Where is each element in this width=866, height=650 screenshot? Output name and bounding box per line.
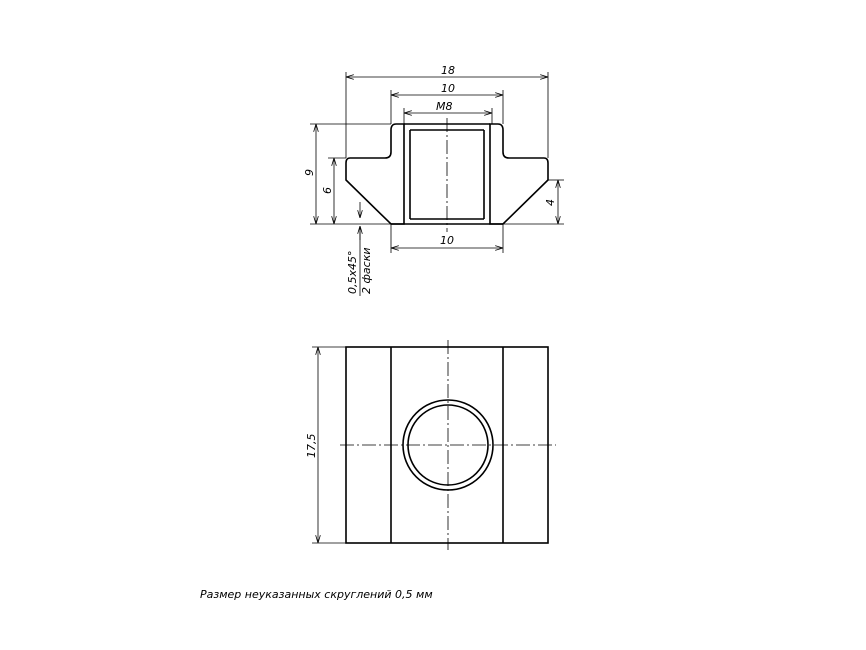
plan-dimensions: 17,5 (305, 346, 346, 544)
dim-6: 6 (321, 187, 334, 194)
fillet-note: Размер неуказанных скруглений 0,5 мм (200, 588, 433, 601)
dim-18: 18 (441, 64, 455, 77)
dim-17-5: 17,5 (305, 434, 318, 459)
chamfer-note-line2: 2 фаски (360, 248, 373, 294)
section-right-half (489, 123, 549, 225)
plan-view (340, 340, 556, 550)
dim-9: 9 (303, 169, 316, 176)
section-dimensions: 18 10 M8 9 6 4 10 0,5x45° 2 фаски (303, 64, 564, 296)
chamfer-note-line1: 0,5x45° (346, 250, 359, 294)
section-left-half (345, 123, 405, 225)
dim-m8: M8 (436, 100, 453, 113)
section-view (345, 118, 549, 232)
dim-4: 4 (544, 199, 557, 206)
dim-10-bottom: 10 (440, 234, 454, 247)
dim-10-top: 10 (441, 82, 455, 95)
